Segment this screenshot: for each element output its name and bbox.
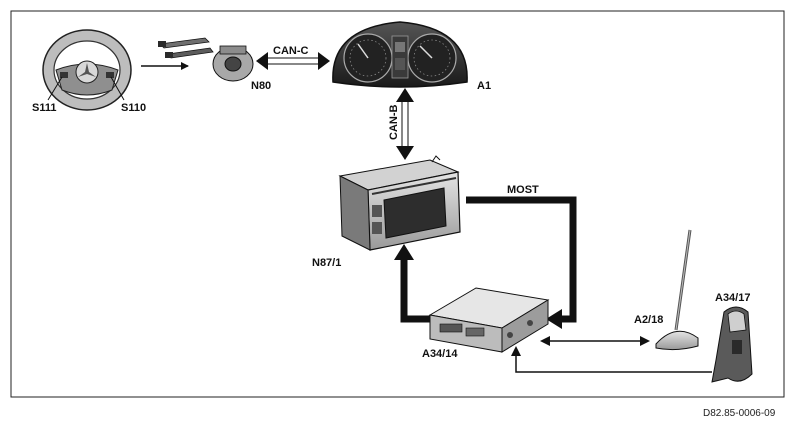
instrument-cluster-image (332, 21, 468, 88)
label-most: MOST (507, 184, 539, 196)
a34-14-end-arrowhead (540, 336, 550, 346)
s110-pointer (110, 76, 125, 101)
a34-17-link-arrowhead (511, 346, 521, 356)
label-n80: N80 (251, 80, 271, 92)
s111-pointer (47, 76, 63, 101)
can-c-link (256, 52, 330, 70)
steering-wheel-image (42, 29, 132, 111)
label-can-b: CAN-B (388, 105, 400, 140)
can-b-link (396, 88, 414, 160)
figure-code: D82.85-0006-09 (703, 408, 776, 419)
label-s110: S110 (121, 102, 146, 114)
label-n87-1: N87/1 (312, 257, 341, 269)
label-a34-14: A34/14 (422, 348, 458, 360)
label-can-c: CAN-C (273, 45, 308, 57)
n80-module-image (158, 37, 254, 82)
label-s111: S111 (32, 102, 56, 114)
antenna-image (655, 229, 699, 351)
return-link (400, 258, 430, 323)
a34-17-to-a34-14-link (515, 352, 712, 373)
return-arrowhead (394, 244, 414, 260)
a2-18-end-arrowhead (640, 336, 650, 346)
most-link (466, 196, 577, 323)
most-arrowhead (546, 309, 562, 329)
label-a34-17: A34/17 (715, 292, 750, 304)
head-unit-image (338, 155, 461, 251)
label-a1: A1 (477, 80, 491, 92)
control-unit-image (428, 287, 550, 353)
a34-17-module-image (711, 306, 753, 383)
label-a2-18: A2/18 (634, 314, 663, 326)
